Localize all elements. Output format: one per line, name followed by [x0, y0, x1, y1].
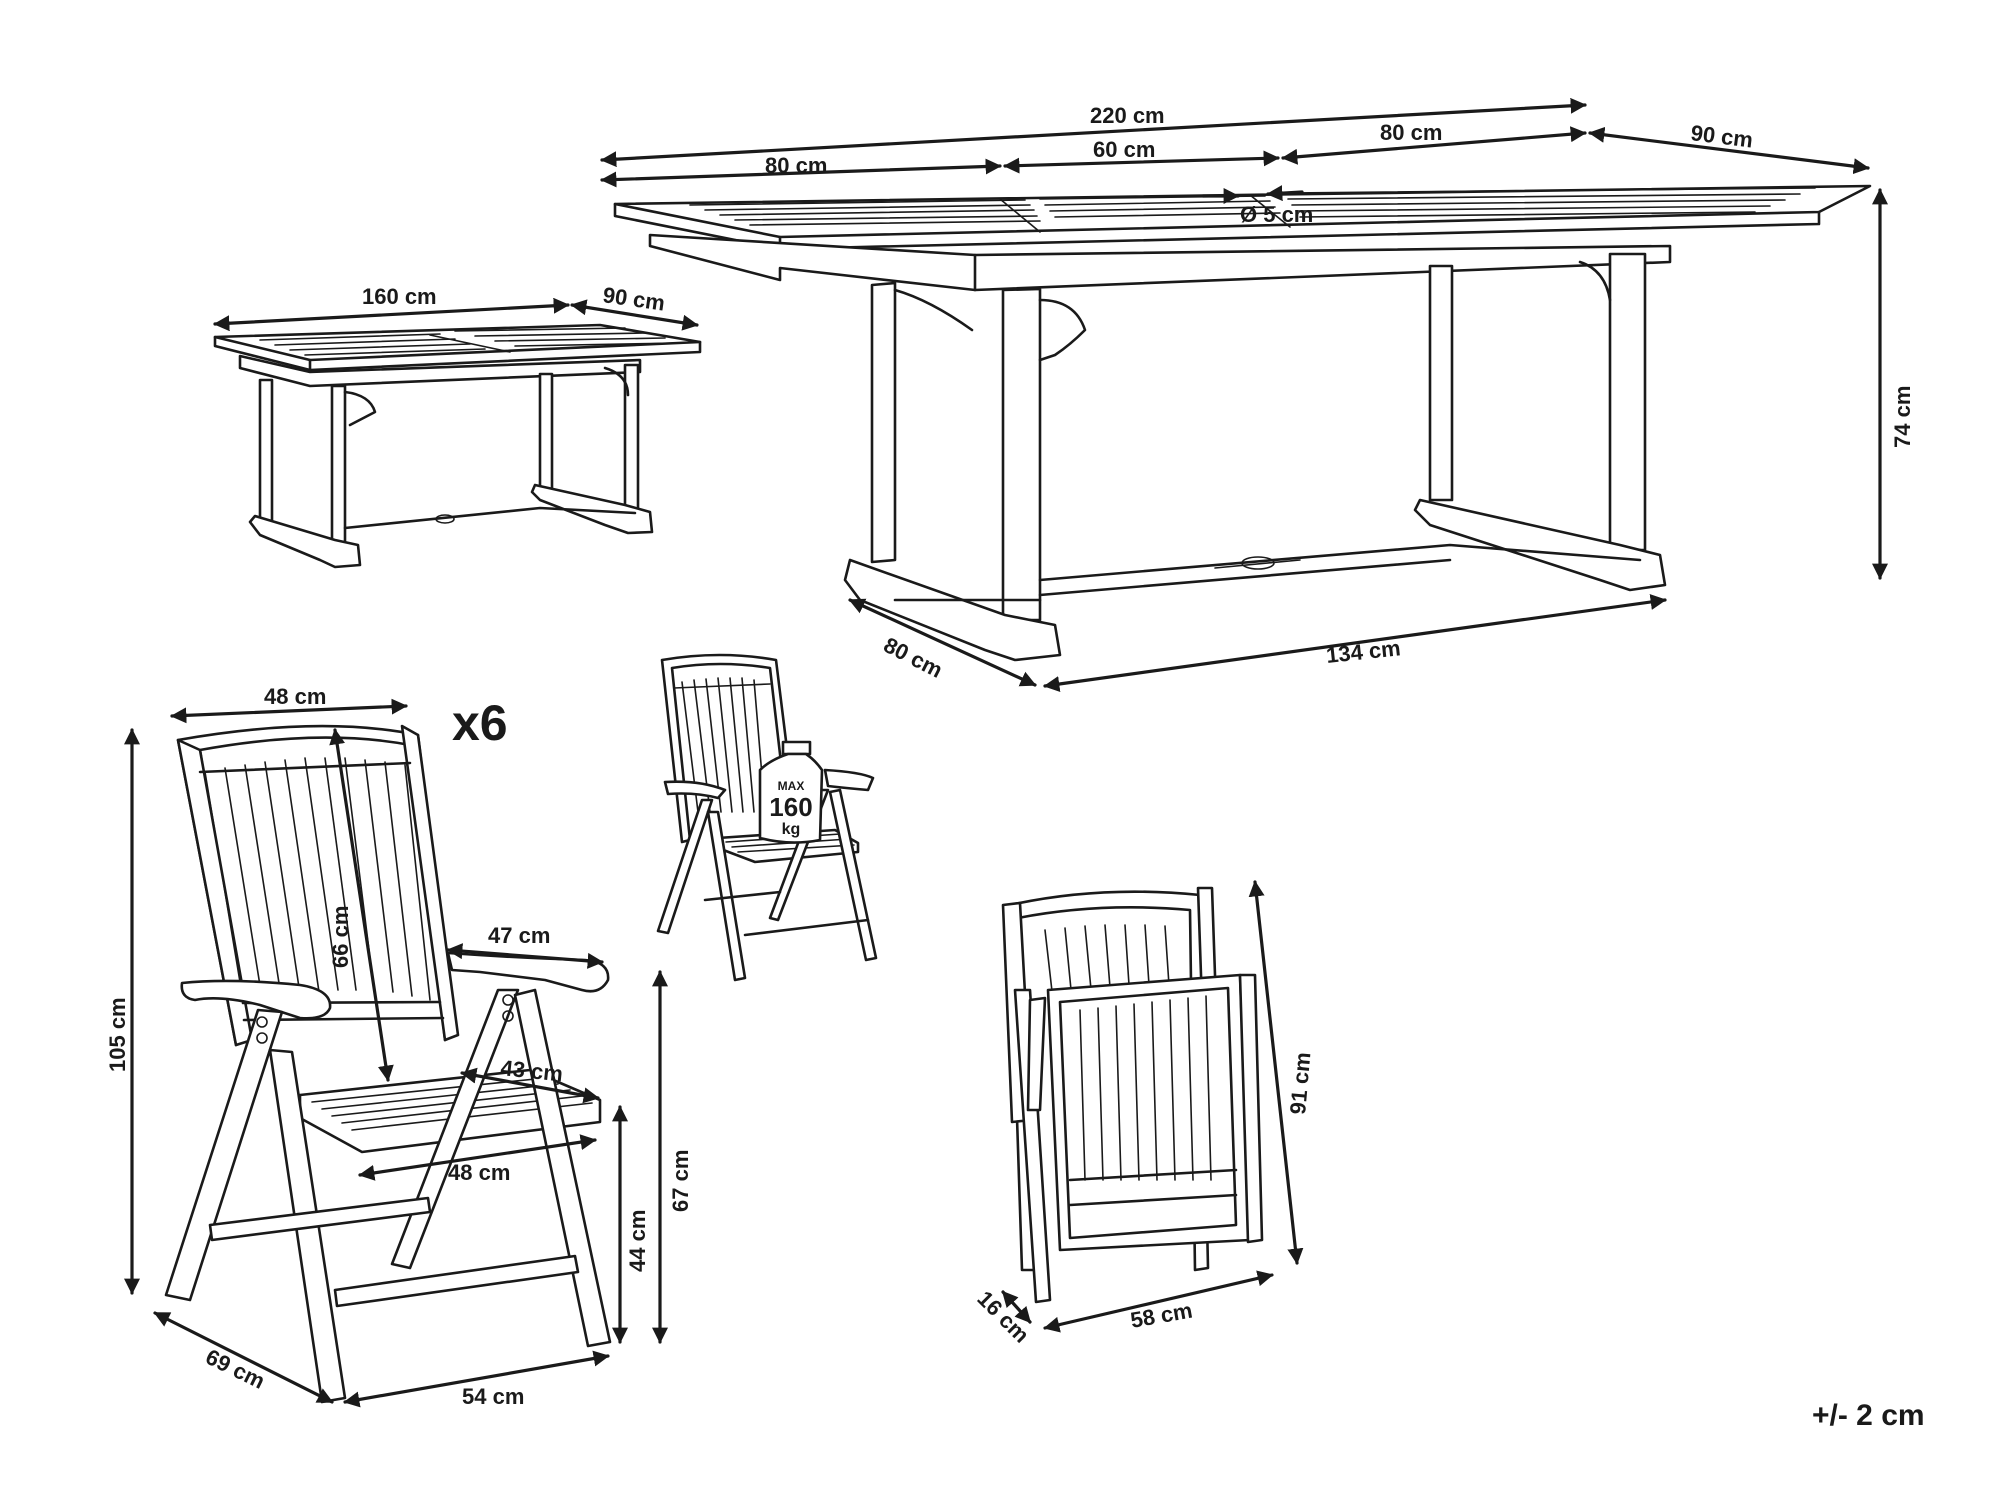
chair-width-line	[343, 1350, 610, 1408]
compact-table-dimensions: 160 cm 90 cm	[213, 282, 699, 332]
chair-back-width-label: 48 cm	[264, 684, 326, 709]
chair-back-width-line	[170, 698, 408, 724]
small-chair-drawing: MAX 160 kg	[656, 653, 878, 982]
table-length-220-line	[600, 97, 1587, 168]
chair-quantity-label: x6	[452, 695, 508, 751]
leaf-left-label: 80 cm	[765, 153, 827, 178]
load-badge-value: 160	[769, 792, 812, 822]
base-width-line	[848, 598, 1037, 687]
chair-height-label: 105 cm	[105, 997, 130, 1072]
compact-length-label: 160 cm	[362, 284, 437, 309]
chair-dimensions: x6 48 cm 66 cm 47 cm 43 cm 48 cm 105 cm …	[105, 684, 693, 1409]
chair-width-label: 54 cm	[462, 1384, 524, 1409]
seat-width-label: 48 cm	[448, 1160, 510, 1185]
compact-width-line	[570, 299, 699, 331]
folded-height-label: 91 cm	[1285, 1051, 1315, 1115]
folded-width-line	[1043, 1270, 1274, 1333]
chair-depth-label: 69 cm	[202, 1344, 269, 1394]
load-badge: MAX 160 kg	[758, 740, 824, 844]
extended-table-dimensions: 220 cm 80 cm 60 cm 80 cm 90 cm 74 cm Ø 5…	[600, 97, 1915, 692]
seat-depth-line	[460, 1067, 600, 1104]
leaf-left-line	[600, 158, 1002, 188]
folded-seat-slats	[1079, 995, 1212, 1181]
leaf-right-label: 80 cm	[1380, 120, 1442, 145]
base-length-line	[1043, 594, 1667, 692]
table-height-label: 74 cm	[1890, 386, 1915, 448]
table-top-slats	[689, 187, 1816, 226]
folded-width-label: 58 cm	[1129, 1297, 1195, 1332]
parasol-hole-label: Ø 5 cm	[1240, 202, 1313, 227]
seat-height-label: 44 cm	[625, 1210, 650, 1272]
leaf-right-line	[1281, 126, 1587, 165]
tolerance-note: +/- 2 cm	[1812, 1399, 1925, 1432]
folded-height-line	[1248, 880, 1304, 1265]
extended-table-drawing	[613, 184, 1872, 662]
armrest-length-line	[446, 943, 604, 969]
base-length-label: 134 cm	[1325, 635, 1402, 668]
chair-back-height-label: 66 cm	[328, 906, 353, 968]
chair-back-height-line	[329, 728, 394, 1082]
compact-table-drawing	[213, 323, 702, 569]
table-width-line	[1588, 126, 1870, 175]
load-badge-max: MAX	[778, 779, 805, 793]
chair-depth-line	[153, 1311, 334, 1404]
armrest-length-label: 47 cm	[488, 923, 550, 948]
table-length-220-label: 220 cm	[1090, 103, 1165, 128]
load-badge-unit: kg	[782, 821, 801, 838]
extension-label: 60 cm	[1093, 137, 1155, 162]
extension-line	[1003, 150, 1280, 174]
folded-thickness-line	[1001, 1290, 1032, 1324]
armrest-height-label: 67 cm	[668, 1150, 693, 1212]
compact-length-line	[213, 297, 570, 332]
folded-chair-drawing	[1001, 886, 1264, 1304]
seat-width-line	[358, 1134, 597, 1181]
